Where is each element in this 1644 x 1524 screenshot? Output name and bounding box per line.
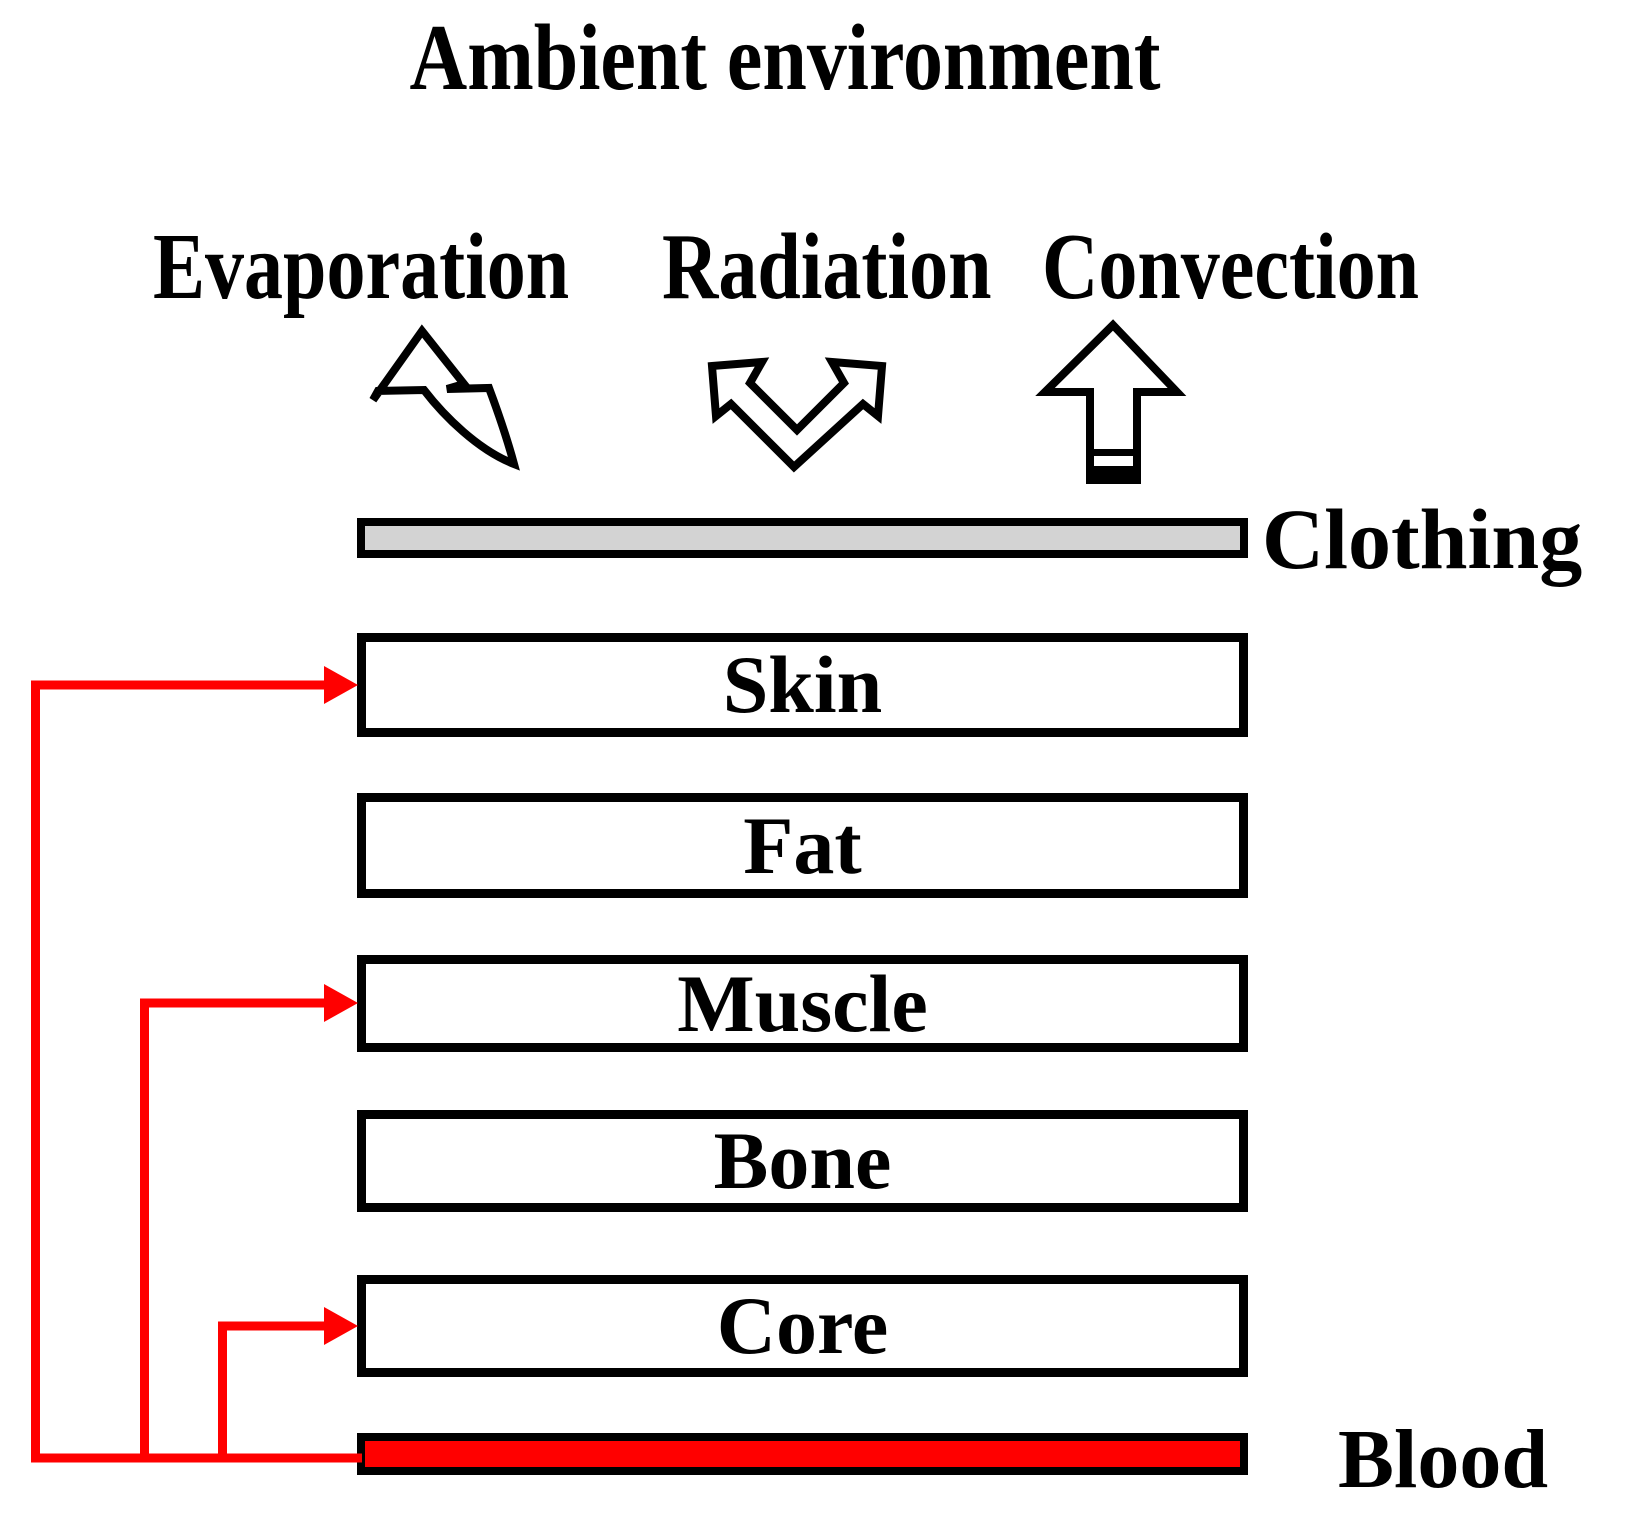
skin-arrowhead-icon	[324, 666, 358, 704]
blood-to-core-connector	[218, 1321, 325, 1458]
blood-to-muscle-connector	[140, 998, 325, 1458]
layer-label-core: Core	[716, 1280, 889, 1371]
evaporation-label: Evaporation	[153, 215, 570, 319]
layer-box-skin: Skin	[357, 633, 1248, 737]
blood-label: Blood	[1338, 1413, 1549, 1506]
muscle-arrowhead-icon	[324, 984, 358, 1022]
radiation-label: Radiation	[662, 215, 992, 319]
convection-label: Convection	[1042, 215, 1420, 319]
radiation-arrow-icon	[707, 357, 887, 473]
blood-to-skin-connector	[31, 680, 362, 1463]
clothing-bar	[357, 518, 1248, 558]
page-title: Ambient environment	[409, 6, 1161, 110]
evaporation-arrow-icon	[369, 324, 520, 471]
convection-arrow-icon	[1035, 319, 1187, 484]
layer-box-core: Core	[357, 1275, 1248, 1377]
blood-bar	[357, 1433, 1248, 1475]
layer-label-skin: Skin	[722, 639, 883, 730]
layer-label-muscle: Muscle	[677, 957, 928, 1049]
layer-box-fat: Fat	[357, 793, 1248, 898]
layer-label-fat: Fat	[743, 799, 862, 891]
core-arrowhead-icon	[324, 1307, 358, 1345]
layer-box-bone: Bone	[357, 1110, 1248, 1212]
layer-label-bone: Bone	[713, 1115, 892, 1206]
clothing-label: Clothing	[1262, 491, 1583, 587]
layer-box-muscle: Muscle	[357, 955, 1248, 1052]
